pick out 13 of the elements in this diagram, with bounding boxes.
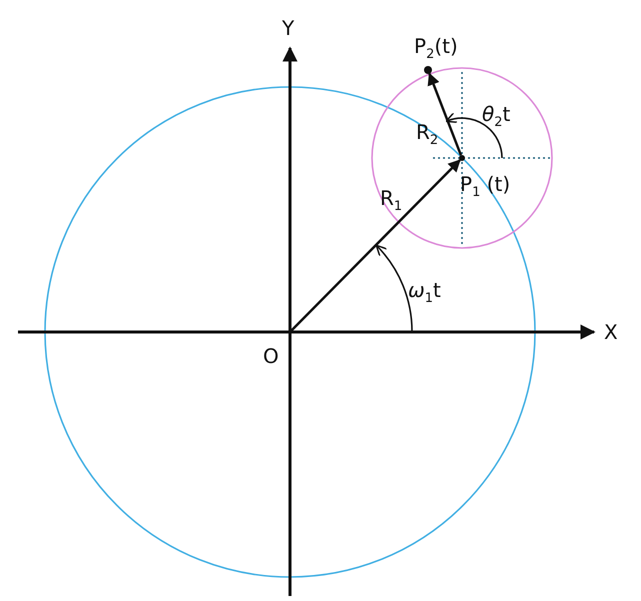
angle-label: ω$_{1}$t xyxy=(408,280,441,305)
arrow xyxy=(289,159,461,333)
origin-label: O xyxy=(263,346,279,366)
angle-label: θ$_{2}$t xyxy=(482,104,510,129)
edge-label: R$_{2}$ xyxy=(416,122,438,147)
point-label: P$_{2}$(t) xyxy=(414,36,458,61)
point-label: P$_{1}$ (t) xyxy=(460,174,510,199)
arrow xyxy=(428,72,462,156)
edge-label: R$_{1}$ xyxy=(380,188,402,213)
axis-label: X xyxy=(604,322,618,342)
point-dot xyxy=(459,155,465,161)
axis-label: Y xyxy=(282,18,294,38)
point-dot xyxy=(424,66,432,74)
